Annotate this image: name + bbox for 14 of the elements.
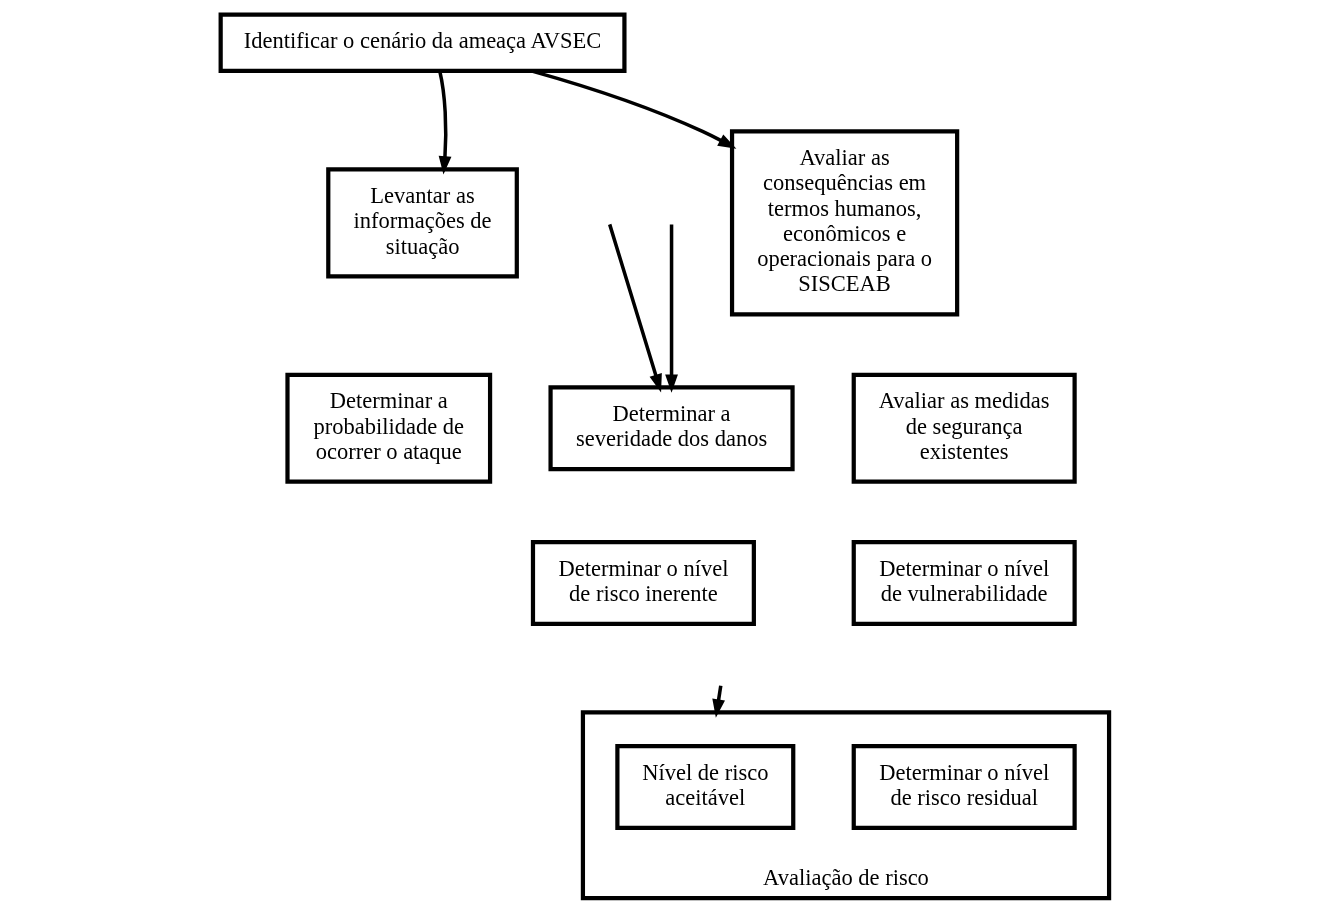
arrow [665, 223, 678, 393]
node-box: Determinar a probabilidade de ocorrer o ataque [285, 372, 493, 484]
node-box: Determinar a severidade dos danos [548, 384, 795, 471]
node-box: Avaliar as medidas de segurança existentes [851, 372, 1077, 484]
node-box: Identificar o cenário da ameaça AVSEC [218, 12, 627, 73]
node-box: Avaliar as consequências em termos humanos, econômicos e operacionais para o SISCEAB [729, 128, 960, 316]
node-box: Nível de risco aceitável [615, 743, 796, 830]
node-box: Determinar o nível de vulnerabilidade [851, 539, 1077, 626]
arrow [608, 223, 662, 393]
node-box: Determinar o nível de risco inerente [530, 539, 756, 626]
arrow [531, 68, 737, 149]
arrow [438, 70, 452, 175]
node-box: Levantar as informações de situação [326, 166, 519, 278]
node-box: Determinar o nível de risco residual [851, 743, 1077, 830]
